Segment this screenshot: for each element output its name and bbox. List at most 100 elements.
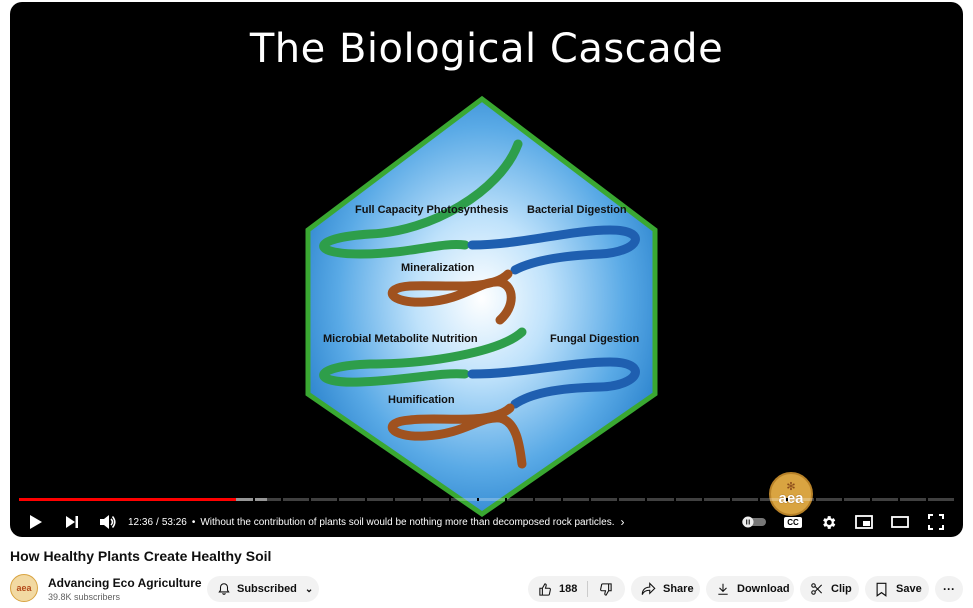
chapter-marker (477, 498, 480, 501)
chapter-title[interactable]: Without the contribution of plants soil … (200, 516, 615, 528)
chapter-marker (645, 498, 648, 501)
chapter-marker (757, 498, 760, 501)
time-separator: / (156, 516, 159, 528)
label-microbial: Microbial Metabolite Nutrition (323, 333, 478, 345)
channel-watermark-logo[interactable]: ✻ aea (769, 472, 813, 516)
chapter-marker (336, 498, 339, 501)
subscriber-count: 39.8K subscribers (48, 592, 121, 602)
play-button[interactable] (24, 507, 48, 537)
blue-strand-1 (467, 225, 640, 275)
chapter-marker (364, 498, 367, 501)
gear-icon (822, 515, 835, 529)
green-strand-2 (319, 327, 527, 387)
video-player[interactable]: The Biological Cascade Full Capacity Pho… (10, 2, 963, 537)
settings-button[interactable] (815, 507, 841, 537)
label-full-capacity: Full Capacity Photosynthesis (355, 204, 508, 216)
fullscreen-icon (928, 514, 944, 530)
chapter-marker (813, 498, 816, 501)
share-icon (641, 582, 656, 595)
share-label: Share (663, 583, 694, 595)
more-icon: ··· (943, 582, 955, 596)
slide-title: The Biological Cascade (249, 26, 724, 72)
download-button[interactable]: Download (706, 576, 794, 602)
label-fungal: Fungal Digestion (550, 333, 640, 345)
chapter-marker (449, 498, 452, 501)
current-time: 12:36 (128, 516, 154, 528)
chapter-marker (505, 498, 508, 501)
chapter-marker (393, 498, 395, 501)
like-dislike-group: 188 (528, 576, 625, 602)
cc-icon: CC (784, 516, 802, 528)
subtitles-button[interactable]: CC (780, 507, 806, 537)
chapter-marker (308, 498, 311, 501)
chapter-marker (617, 498, 620, 501)
theater-icon (891, 516, 909, 528)
chapter-marker (421, 498, 424, 501)
save-button[interactable]: Save (865, 576, 929, 602)
brown-strand-2 (387, 403, 527, 469)
progress-bar[interactable] (19, 498, 954, 501)
chapter-marker (673, 498, 676, 501)
theater-mode-button[interactable] (887, 507, 913, 537)
next-icon (66, 516, 78, 528)
autoplay-toggle[interactable] (740, 507, 768, 537)
bell-icon (218, 583, 230, 595)
logo-text: aea (778, 490, 804, 507)
channel-avatar[interactable]: aea (10, 574, 38, 602)
thumbs-down-icon (600, 582, 613, 596)
save-label: Save (896, 583, 922, 595)
video-title: How Healthy Plants Create Healthy Soil (10, 548, 272, 564)
play-icon (30, 515, 42, 529)
chapter-marker (729, 498, 732, 501)
blue-strand-2 (467, 357, 640, 409)
chapter-marker (252, 498, 255, 501)
download-label: Download (737, 583, 790, 595)
chapter-marker (533, 498, 536, 501)
volume-icon (100, 515, 116, 529)
green-strand-1 (319, 139, 523, 259)
duration: 53:26 (161, 516, 187, 528)
autoplay-toggle-icon (742, 516, 766, 528)
subscribed-label: Subscribed (237, 583, 297, 595)
label-humification: Humification (388, 394, 455, 406)
player-controls: 12:36 / 53:26 • Without the contribution… (10, 507, 963, 537)
chapter-marker (869, 498, 872, 501)
chapter-marker (561, 498, 564, 501)
chapter-marker (785, 498, 788, 501)
like-divider (587, 581, 589, 597)
chevron-right-icon[interactable]: › (620, 515, 625, 529)
dislike-button[interactable] (598, 582, 613, 597)
hexagon (305, 95, 658, 518)
miniplayer-icon (855, 515, 873, 529)
subscribed-button[interactable]: Subscribed ⌄ (207, 576, 319, 602)
chapter-marker (897, 498, 900, 501)
label-mineralization: Mineralization (401, 262, 475, 274)
label-bacterial: Bacterial Digestion (527, 204, 627, 216)
more-actions-button[interactable]: ··· (935, 576, 963, 602)
clip-button[interactable]: Clip (800, 576, 859, 602)
time-display: 12:36 / 53:26 • Without the contribution… (128, 507, 624, 537)
channel-name[interactable]: Advancing Eco Agriculture (48, 576, 202, 590)
like-count: 188 (559, 583, 578, 595)
like-button[interactable]: 188 (538, 582, 577, 597)
chevron-down-icon: ⌄ (304, 583, 314, 595)
volume-button[interactable] (96, 507, 120, 537)
chapter-marker (589, 498, 592, 501)
clip-label: Clip (831, 583, 852, 595)
progress-played (19, 498, 236, 501)
biological-cascade-diagram: Full Capacity Photosynthesis Bacterial D… (305, 95, 658, 518)
download-icon (718, 583, 728, 595)
brown-strand-1 (387, 269, 516, 325)
chapter-marker (841, 498, 844, 501)
chapter-marker (280, 498, 283, 501)
chapter-bullet: • (191, 516, 196, 528)
bookmark-icon (876, 582, 887, 597)
fullscreen-button[interactable] (923, 507, 949, 537)
share-button[interactable]: Share (631, 576, 700, 602)
chapter-marker (925, 498, 928, 501)
logo-mark-icon: ✻ (786, 481, 796, 493)
miniplayer-button[interactable] (851, 507, 877, 537)
next-button[interactable] (60, 507, 84, 537)
scissors-icon (811, 583, 823, 595)
thumbs-up-icon (539, 582, 551, 596)
